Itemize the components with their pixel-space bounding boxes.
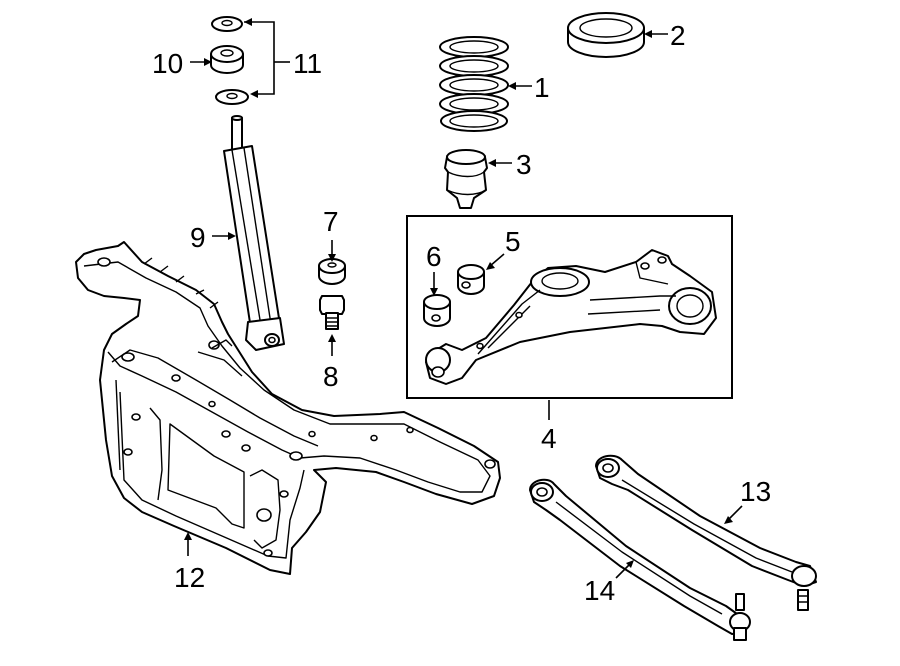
- arm-bushing-5: [457, 264, 485, 295]
- upper-washer-top: [211, 16, 243, 32]
- callout-2: 2: [670, 20, 686, 51]
- callout-9: 9: [190, 222, 206, 253]
- callout-1: 1: [534, 72, 550, 103]
- callout-13: 13: [740, 476, 771, 507]
- lower-washer: [215, 89, 249, 105]
- lateral-link-14: [529, 478, 751, 641]
- bump-stop: [444, 149, 488, 209]
- callout-14: 14: [584, 575, 615, 606]
- lower-control-arm: [425, 249, 717, 385]
- coil-spring: [439, 36, 509, 132]
- callout-11: 11: [293, 48, 322, 79]
- control-arm-inset-box: [406, 215, 733, 399]
- callout-8: 8: [323, 361, 339, 392]
- arm-bushing-6: [423, 294, 451, 327]
- mount-bolt: [319, 295, 345, 330]
- callout-6: 6: [426, 241, 442, 272]
- callout-3: 3: [516, 149, 532, 180]
- callout-5: 5: [505, 226, 521, 257]
- mount-bushing: [210, 45, 244, 74]
- rear-crossmember: [75, 241, 501, 575]
- callout-10: 10: [152, 48, 183, 79]
- callout-4: 4: [541, 423, 557, 454]
- leader-lines: [184, 18, 743, 579]
- shock-bushing: [318, 258, 346, 285]
- callout-12: 12: [174, 562, 205, 593]
- lateral-link-13: [595, 454, 817, 611]
- spring-insulator: [567, 12, 645, 58]
- shock-absorber: [223, 115, 285, 351]
- callout-7: 7: [323, 206, 339, 237]
